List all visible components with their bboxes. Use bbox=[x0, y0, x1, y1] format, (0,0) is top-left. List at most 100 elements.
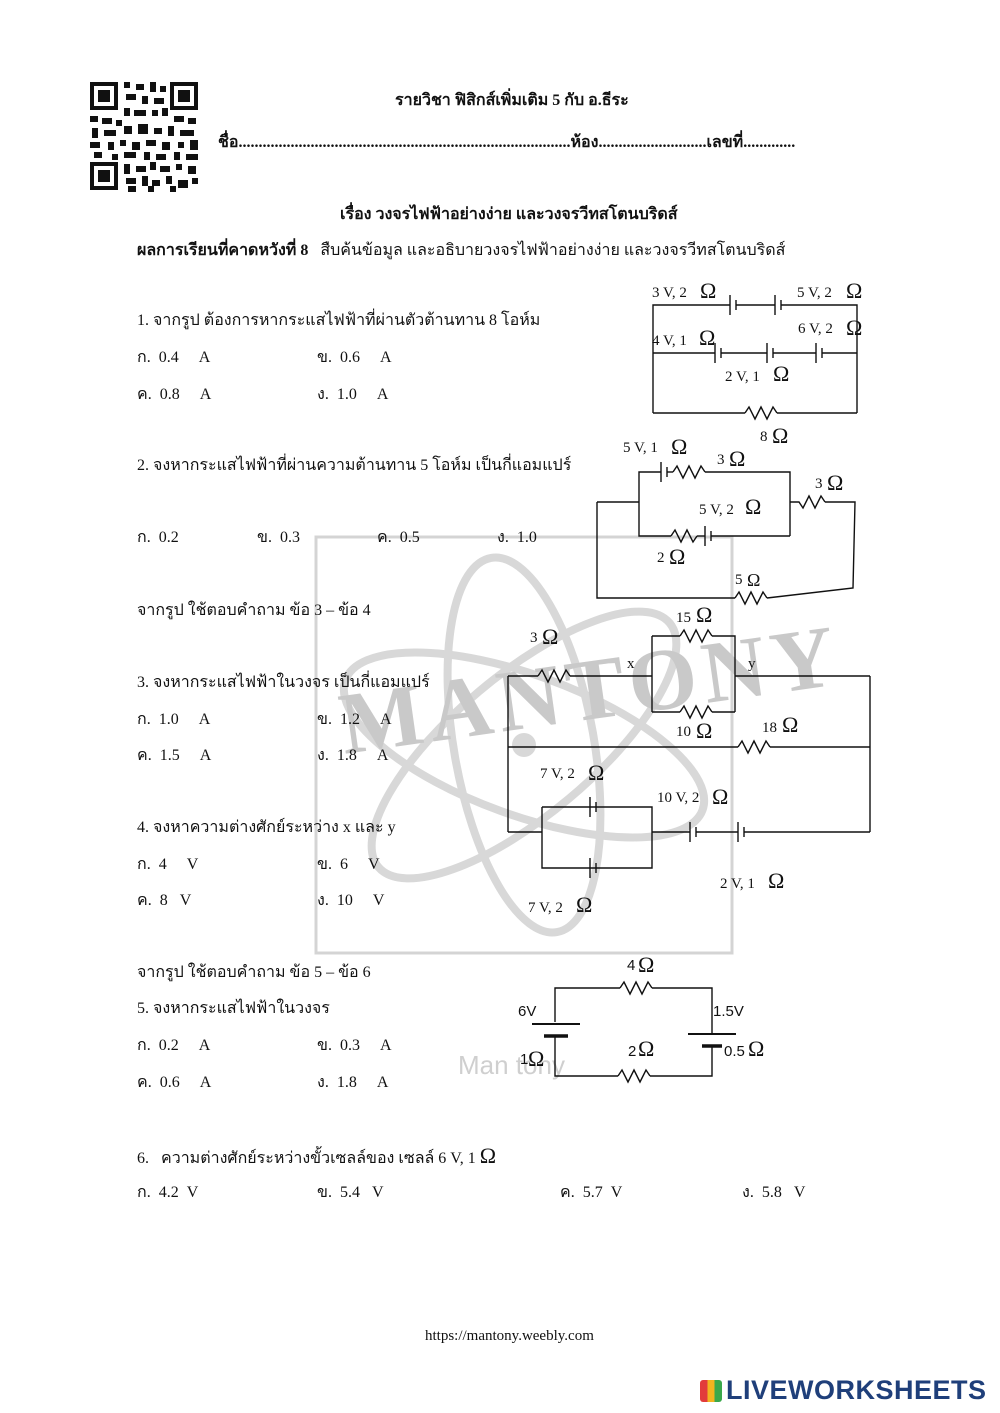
c3-label-15: 15 bbox=[676, 610, 691, 626]
q1-option-a[interactable]: ก. 0.4 A bbox=[137, 349, 211, 366]
c3-ohm-6: Ω bbox=[712, 784, 728, 809]
c4-ohm-4: Ω bbox=[748, 1036, 764, 1061]
brand-text: LIVEWORKSHEETS bbox=[726, 1375, 987, 1405]
q5-option-b[interactable]: ข. 0.3 A bbox=[317, 1037, 392, 1054]
course-title: รายวิชา ฟิสิกส์เพิ่มเติม 5 กับ อ.ธีระ bbox=[395, 92, 629, 109]
group-label-q3-4: จากรูป ใช้ตอบคำถาม ข้อ 3 – ข้อ 4 bbox=[137, 602, 371, 619]
q1-option-d[interactable]: ง. 1.0 A bbox=[317, 386, 389, 403]
c1-label-6v: 6 V, 2 bbox=[798, 321, 833, 337]
q6-option-a[interactable]: ก. 4.2 V bbox=[137, 1184, 199, 1201]
c3-ohm-2: Ω bbox=[696, 602, 712, 627]
c1-label-2v: 2 V, 1 bbox=[725, 369, 760, 385]
question-2: 2. จงหากระแสไฟฟ้าที่ผ่านความต้านทาน 5 โอ… bbox=[137, 457, 572, 474]
objective: ผลการเรียนที่คาดหวังที่ 8 สืบค้นข้อมูล แ… bbox=[137, 238, 785, 263]
qr-code-icon bbox=[88, 80, 200, 192]
circuit-3-diagram: 3 Ω 15 Ω x y 10 Ω 18 Ω 7 V, 2 Ω 10 V, 2 … bbox=[507, 602, 871, 917]
c4-label-1: 1 bbox=[520, 1051, 528, 1068]
q1-option-b[interactable]: ข. 0.6 A bbox=[317, 349, 392, 366]
c1-label-5v: 5 V, 2 bbox=[797, 285, 832, 301]
c4-label-6v: 6V bbox=[518, 1003, 536, 1020]
c3-label-18: 18 bbox=[762, 720, 777, 736]
topic-title: เรื่อง วงจรไฟฟ้าอย่างง่าย และวงจรวีทสโตน… bbox=[340, 206, 678, 223]
c1-ohm-2: Ω bbox=[846, 278, 862, 303]
q4-option-d[interactable]: ง. 10 V bbox=[317, 892, 385, 909]
circuit-1-diagram: 3 V, 2 Ω 5 V, 2 Ω 4 V, 1 Ω 6 V, 2 Ω 2 V,… bbox=[652, 278, 862, 448]
q2-option-c[interactable]: ค. 0.5 bbox=[377, 529, 420, 546]
c2-ohm-4: Ω bbox=[745, 494, 761, 519]
c3-ohm-8: Ω bbox=[576, 892, 592, 917]
c1-label-8: 8 bbox=[760, 429, 768, 445]
c2-label-3b: 3 bbox=[815, 476, 823, 492]
c1-ohm-4: Ω bbox=[846, 315, 862, 340]
c4-ohm-3: Ω bbox=[638, 1036, 654, 1061]
c3-label-2v: 2 V, 1 bbox=[720, 876, 755, 892]
watermark-small: Man tony bbox=[458, 1050, 565, 1080]
c2-ohm-2: Ω bbox=[729, 446, 745, 471]
c1-ohm-5: Ω bbox=[773, 361, 789, 386]
q6-option-b[interactable]: ข. 5.4 V bbox=[317, 1184, 384, 1201]
question-3: 3. จงหากระแสไฟฟ้าในวงจร เป็นกี่แอมแปร์ bbox=[137, 674, 430, 691]
name-line[interactable]: ชื่อ....................................… bbox=[218, 134, 796, 151]
q2-option-b[interactable]: ข. 0.3 bbox=[257, 529, 300, 546]
c3-label-10: 10 bbox=[676, 724, 691, 740]
question-6-text: 6. ความต่างศักย์ระหว่างขั้วเซลล์ของ เซลล… bbox=[137, 1150, 480, 1167]
q3-option-d[interactable]: ง. 1.8 A bbox=[317, 747, 389, 764]
c1-label-3v: 3 V, 2 bbox=[652, 285, 687, 301]
c4-ohm-1: Ω bbox=[638, 952, 654, 977]
c1-ohm-6: Ω bbox=[772, 423, 788, 448]
question-4: 4. จงหาความต่างศักย์ระหว่าง x และ y bbox=[137, 819, 396, 836]
c2-label-5v1: 5 V, 1 bbox=[623, 440, 658, 456]
c3-label-10v: 10 V, 2 bbox=[657, 790, 699, 806]
footer-url[interactable]: https://mantony.weebly.com bbox=[425, 1328, 594, 1344]
c2-label-3a: 3 bbox=[717, 452, 725, 468]
c4-ohm-2: Ω bbox=[528, 1046, 544, 1071]
c3-label-x: x bbox=[627, 656, 635, 672]
c2-ohm-3: Ω bbox=[827, 470, 843, 495]
group-label-q5-6: จากรูป ใช้ตอบคำถาม ข้อ 5 – ข้อ 6 bbox=[137, 964, 371, 981]
watermark-atom bbox=[314, 535, 734, 955]
question-5: 5. จงหากระแสไฟฟ้าในวงจร bbox=[137, 1000, 330, 1017]
question-1: 1. จากรูป ต้องการหากระแสไฟฟ้าที่ผ่านตัวต… bbox=[137, 312, 541, 329]
c4-label-0-5: 0.5 bbox=[724, 1043, 745, 1060]
circuit-4-diagram: 4 Ω 6V 1.5V 1 Ω 2 Ω 0.5 Ω bbox=[518, 952, 764, 1084]
question-6-ohm: Ω bbox=[479, 1143, 497, 1168]
q6-option-c[interactable]: ค. 5.7 V bbox=[560, 1184, 623, 1201]
q6-option-d[interactable]: ง. 5.8 V bbox=[742, 1184, 806, 1201]
c2-ohm-5: Ω bbox=[669, 544, 685, 569]
c3-label-7v-b: 7 V, 2 bbox=[528, 900, 563, 916]
c3-ohm-3: Ω bbox=[696, 718, 712, 743]
q5-option-d[interactable]: ง. 1.8 A bbox=[317, 1074, 389, 1091]
q4-option-a[interactable]: ก. 4 V bbox=[137, 856, 199, 873]
q3-option-c[interactable]: ค. 1.5 A bbox=[137, 747, 212, 764]
liveworksheets-brand[interactable]: LIVEWORKSHEETS bbox=[700, 1375, 987, 1406]
q3-option-a[interactable]: ก. 1.0 A bbox=[137, 711, 211, 728]
c3-ohm-1: Ω bbox=[542, 624, 558, 649]
c3-ohm-7: Ω bbox=[768, 868, 784, 893]
objective-text: สืบค้นข้อมูล และอธิบายวงจรไฟฟ้าอย่างง่าย… bbox=[320, 242, 786, 259]
question-6: 6. ความต่างศักย์ระหว่างขั้วเซลล์ของ เซลล… bbox=[137, 1143, 496, 1171]
objective-label: ผลการเรียนที่คาดหวังที่ 8 bbox=[137, 242, 309, 259]
circuit-2-diagram: 5 V, 1 Ω 3 Ω 3 Ω 5 V, 2 Ω 2 Ω 5 Ω bbox=[596, 434, 856, 606]
liveworksheets-logo-icon bbox=[700, 1380, 722, 1402]
c3-ohm-5: Ω bbox=[588, 760, 604, 785]
c3-ohm-4: Ω bbox=[782, 712, 798, 737]
q4-option-c[interactable]: ค. 8 V bbox=[137, 892, 192, 909]
q4-option-b[interactable]: ข. 6 V bbox=[317, 856, 380, 873]
q3-option-b[interactable]: ข. 1.2 A bbox=[317, 711, 392, 728]
c4-label-2: 2 bbox=[628, 1043, 636, 1060]
q2-option-d[interactable]: ง. 1.0 bbox=[497, 529, 537, 546]
c3-label-3: 3 bbox=[530, 630, 538, 646]
c3-label-y: y bbox=[748, 656, 756, 672]
c2-label-5: 5 bbox=[735, 572, 743, 588]
c2-label-5v2: 5 V, 2 bbox=[699, 502, 734, 518]
q5-option-a[interactable]: ก. 0.2 A bbox=[137, 1037, 211, 1054]
q2-option-a[interactable]: ก. 0.2 bbox=[137, 529, 179, 546]
c3-label-7v-a: 7 V, 2 bbox=[540, 766, 575, 782]
c1-label-4v: 4 V, 1 bbox=[652, 333, 687, 349]
q1-option-c[interactable]: ค. 0.8 A bbox=[137, 386, 212, 403]
c1-ohm-1: Ω bbox=[700, 278, 716, 303]
c1-ohm-3: Ω bbox=[699, 325, 715, 350]
c4-label-4: 4 bbox=[627, 957, 635, 974]
c2-ohm-1: Ω bbox=[671, 434, 687, 459]
q5-option-c[interactable]: ค. 0.6 A bbox=[137, 1074, 212, 1091]
